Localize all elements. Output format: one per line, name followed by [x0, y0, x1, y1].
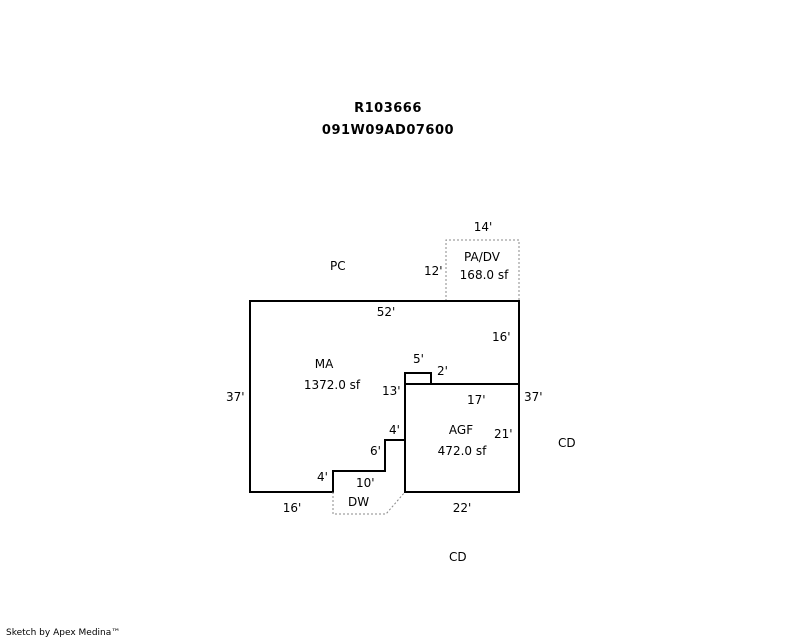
- porch-area: 168.0 sf: [459, 268, 509, 282]
- dim-step-small: 2': [437, 364, 448, 378]
- dim-porch-left: 12': [424, 264, 443, 278]
- dim-garage-bottom: 22': [452, 501, 472, 515]
- dim-main-left: 37': [226, 390, 245, 404]
- porch-code: PA/DV: [464, 250, 500, 264]
- dim-notch-side: 6': [370, 444, 381, 458]
- garage-area: 472.0 sf: [437, 444, 487, 458]
- dim-notch-bottom: 10': [356, 476, 375, 490]
- dim-notch-step: 4': [389, 423, 400, 437]
- dim-main-top: 52': [376, 305, 396, 319]
- garage-code: AGF: [448, 423, 474, 437]
- driveway-outline: [332, 491, 406, 515]
- dim-step-top: 5': [413, 352, 424, 366]
- dim-porch-top: 14': [473, 220, 493, 234]
- dim-garage-top: 17': [467, 393, 486, 407]
- driveway-code: DW: [348, 495, 370, 509]
- label-cd-bottom: CD: [449, 550, 467, 564]
- label-cd-right: CD: [558, 436, 576, 450]
- parcel-id: 091W09AD07600: [321, 123, 455, 138]
- dim-main-bottom: 16': [282, 501, 302, 515]
- porch-outline: [445, 239, 520, 301]
- dim-upper-right: 16': [492, 330, 511, 344]
- dim-main-right: 37': [524, 390, 543, 404]
- dim-step-left: 13': [382, 384, 401, 398]
- sketch-credit: Sketch by Apex Medina™: [6, 628, 121, 638]
- account-id: R103666: [354, 101, 422, 116]
- main-code: MA: [314, 357, 334, 371]
- garage-outline: [404, 383, 520, 493]
- main-area: 1372.0 sf: [303, 378, 361, 392]
- dim-garage-right: 21': [494, 427, 513, 441]
- dim-notch-small: 4': [317, 470, 328, 484]
- label-pc: PC: [330, 259, 346, 273]
